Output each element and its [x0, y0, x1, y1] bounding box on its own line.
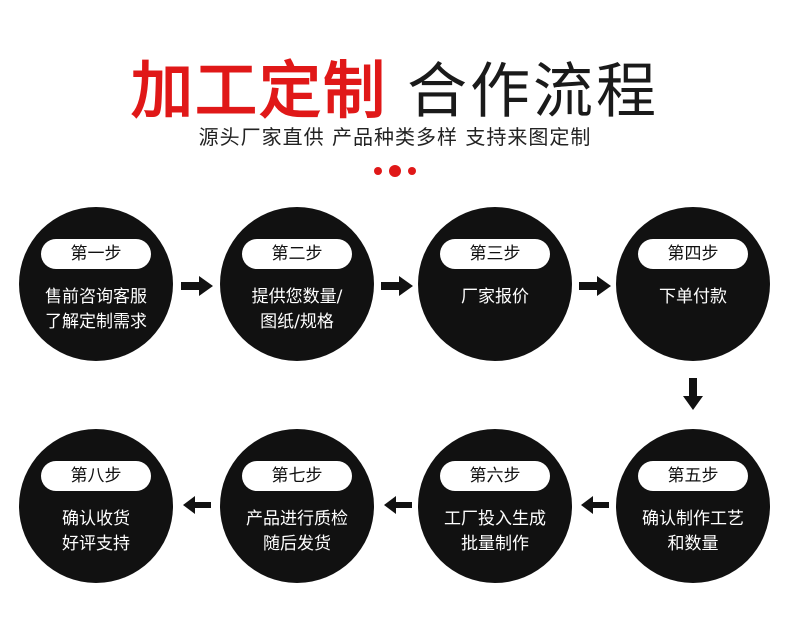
- step-line: 和数量: [667, 534, 719, 554]
- step-circle-4: 第四步 下单付款: [616, 207, 770, 361]
- step-line: 产品进行质检: [246, 509, 348, 529]
- title-highlight: 加工定制: [130, 54, 387, 127]
- step-label: 第二步: [242, 239, 352, 269]
- step-label: 第八步: [41, 461, 151, 491]
- arrow-down-icon: [683, 378, 703, 410]
- step-description: 确认制作工艺 和数量: [616, 507, 770, 557]
- step-line: 工厂投入生成: [444, 509, 546, 529]
- step-circle-5: 第五步 确认制作工艺 和数量: [616, 429, 770, 583]
- step-line: 了解定制需求: [45, 312, 147, 332]
- step-label: 第六步: [440, 461, 550, 491]
- step-line: 确认制作工艺: [642, 509, 744, 529]
- step-label: 第三步: [440, 239, 550, 269]
- step-circle-2: 第二步 提供您数量/ 图纸/规格: [220, 207, 374, 361]
- step-description: 下单付款: [616, 285, 770, 310]
- step-label: 第七步: [242, 461, 352, 491]
- step-line: 好评支持: [62, 534, 130, 554]
- step-description: 产品进行质检 随后发货: [220, 507, 374, 557]
- step-line: 售前咨询客服: [45, 287, 147, 307]
- subtitle: 源头厂家直供 产品种类多样 支持来图定制: [198, 125, 592, 149]
- step-description: 确认收货 好评支持: [19, 507, 173, 557]
- step-circle-8: 第八步 确认收货 好评支持: [19, 429, 173, 583]
- arrow-right-icon: [579, 276, 611, 296]
- step-label: 第一步: [41, 239, 151, 269]
- arrow-right-icon: [381, 276, 413, 296]
- step-description: 厂家报价: [418, 285, 572, 310]
- step-circle-3: 第三步 厂家报价: [418, 207, 572, 361]
- step-circle-6: 第六步 工厂投入生成 批量制作: [418, 429, 572, 583]
- dot-right: [408, 167, 416, 175]
- arrow-left-icon: [384, 496, 412, 514]
- step-line: 图纸/规格: [260, 312, 334, 332]
- step-description: 售前咨询客服 了解定制需求: [19, 285, 173, 335]
- step-line: 确认收货: [62, 509, 130, 529]
- arrow-left-icon: [183, 496, 211, 514]
- step-label: 第四步: [638, 239, 748, 269]
- page-title: 加工定制合作流程: [0, 40, 790, 130]
- step-label: 第五步: [638, 461, 748, 491]
- dot-left: [374, 167, 382, 175]
- step-line: 厂家报价: [461, 287, 529, 307]
- step-line: 下单付款: [659, 287, 727, 307]
- decorative-dots: [374, 164, 416, 178]
- step-description: 提供您数量/ 图纸/规格: [220, 285, 374, 335]
- step-line: 批量制作: [461, 534, 529, 554]
- step-description: 工厂投入生成 批量制作: [418, 507, 572, 557]
- step-circle-7: 第七步 产品进行质检 随后发货: [220, 429, 374, 583]
- step-line: 提供您数量/: [251, 287, 343, 307]
- step-circle-1: 第一步 售前咨询客服 了解定制需求: [19, 207, 173, 361]
- arrow-left-icon: [581, 496, 609, 514]
- step-line: 随后发货: [263, 534, 331, 554]
- title-rest: 合作流程: [407, 57, 659, 127]
- arrow-right-icon: [181, 276, 213, 296]
- dot-center: [389, 165, 401, 177]
